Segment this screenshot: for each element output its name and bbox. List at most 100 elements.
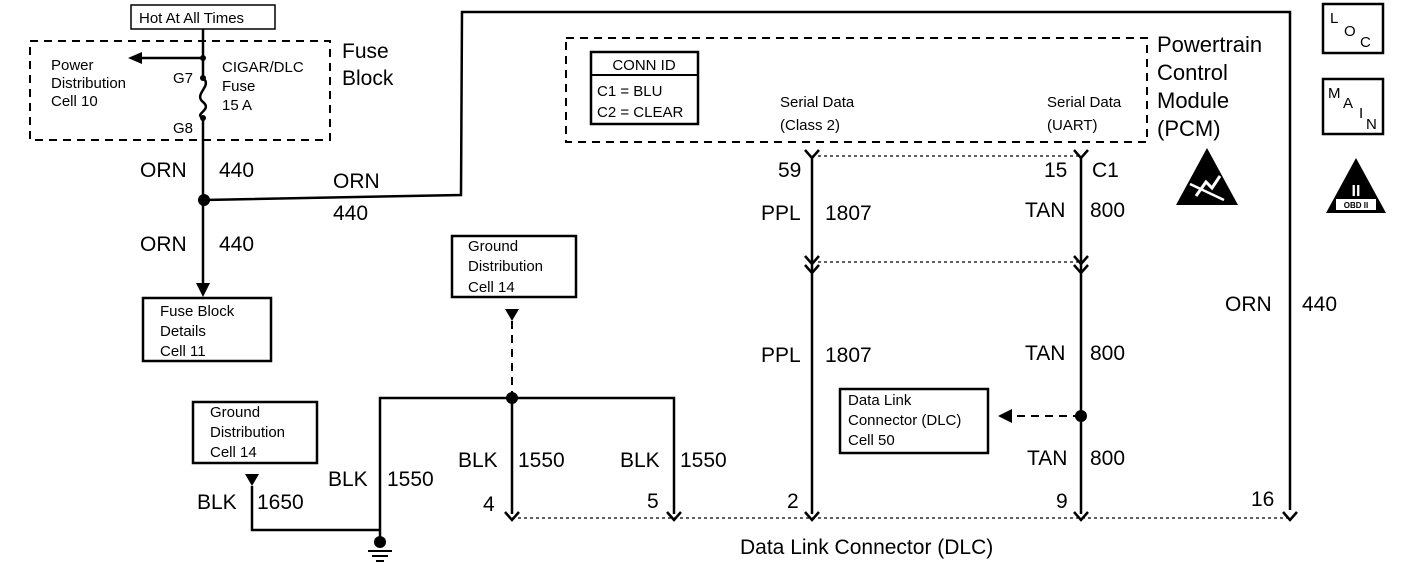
fuse-details-line-2: Details: [160, 323, 206, 340]
circuit-1550-a: 1550: [387, 468, 434, 491]
ground-ref-top-icon: [505, 309, 519, 321]
loc-letter-o: O: [1344, 23, 1356, 40]
conn-id-line-1: C1 = BLU: [597, 83, 662, 100]
connector-c1: 59 15 C1: [778, 149, 1119, 182]
obd-ii-icon: II OBD II: [1326, 158, 1386, 213]
dlc-title: Data Link Connector (DLC): [740, 536, 993, 559]
dlc-pin-16: 16: [1251, 488, 1274, 511]
circuit-800-a: 800: [1090, 199, 1125, 222]
ground-ref-left-icon: [245, 474, 259, 486]
power-dist-line-2: Distribution: [51, 75, 126, 92]
tan-label-a: TAN: [1025, 199, 1065, 222]
fuse-line-3: 15 A: [222, 97, 252, 114]
dlc-pin-2: 2: [787, 490, 799, 513]
ground-left-line-1: Ground: [210, 404, 260, 421]
blk-label-a: BLK: [328, 468, 368, 491]
fuse-line-1: CIGAR/DLC: [222, 59, 304, 76]
fuse-details-arrow-icon: [196, 283, 210, 297]
fuse-line-2: Fuse: [222, 78, 255, 95]
circuit-440-d: 440: [1302, 293, 1337, 316]
pcm-title-4: (PCM): [1157, 116, 1221, 141]
fuse-details-line-1: Fuse Block: [160, 303, 235, 320]
pin-g8: G8: [173, 120, 193, 137]
loc-letter-c: C: [1360, 34, 1371, 51]
circuit-440-b: 440: [333, 202, 368, 225]
orn-label-c: ORN: [140, 233, 187, 256]
circuit-1807-a: 1807: [825, 202, 872, 225]
dlc-pin-5: 5: [647, 490, 659, 513]
circuit-800-c: 800: [1090, 447, 1125, 470]
ppl-label-a: PPL: [761, 202, 801, 225]
pcm-pin-59: 59: [778, 159, 801, 182]
ground-top-line-2: Distribution: [468, 258, 543, 275]
fuse-icon: [198, 77, 208, 120]
fuse-block-details-box: Fuse Block Details Cell 11: [141, 296, 273, 363]
pcm-title-1: Powertrain: [1157, 32, 1262, 57]
serial-class2-line-2: (Class 2): [780, 117, 840, 134]
pcm-pin-15: 15: [1044, 159, 1067, 182]
dlc-ref-line-1: Data Link: [848, 392, 912, 409]
main-letter-n: N: [1366, 116, 1377, 133]
pcm-outline: [565, 37, 1148, 143]
main-letter-i: I: [1359, 105, 1363, 122]
circuit-1550-c: 1550: [680, 449, 727, 472]
pcm-module: CONN ID C1 = BLU C2 = CLEAR Serial Data …: [565, 32, 1262, 205]
dlc-ref-arrow-icon: [998, 409, 1012, 423]
splice-dot: [506, 392, 518, 404]
fuse-details-line-3: Cell 11: [160, 343, 206, 360]
fuse-block-outline: [29, 40, 331, 141]
serial-uart-line-2: (UART): [1047, 117, 1098, 134]
ground-icon: [368, 536, 392, 562]
ground-dist-left-box: Ground Distribution Cell 14: [191, 400, 319, 465]
main-letter-m: M: [1328, 85, 1341, 102]
orn-label-d: ORN: [1225, 293, 1272, 316]
circuit-1807-b: 1807: [825, 344, 872, 367]
dlc-ref-line-2: Connector (DLC): [848, 412, 961, 429]
ground-top-line-3: Cell 14: [468, 279, 515, 296]
ground-top-line-1: Ground: [468, 238, 518, 255]
circuit-440-a: 440: [219, 159, 254, 182]
loc-letter-l: L: [1330, 10, 1338, 27]
pcm-title-2: Control: [1157, 60, 1228, 85]
dlc-reference-box: Data Link Connector (DLC) Cell 50: [838, 387, 990, 455]
obd-roman: II: [1352, 183, 1361, 200]
ppl-label-b: PPL: [761, 344, 801, 367]
blk-label-c: BLK: [620, 449, 660, 472]
power-dist-arrow-icon: [128, 52, 142, 64]
pcm-title-3: Module: [1157, 88, 1229, 113]
ground-dist-top-box: Ground Distribution Cell 14: [450, 234, 578, 299]
ground-left-line-2: Distribution: [210, 424, 285, 441]
pin-g7: G7: [173, 70, 193, 87]
orn-label-a: ORN: [140, 159, 187, 182]
hot-label: Hot At All Times: [139, 10, 244, 27]
circuit-1650: 1650: [257, 491, 304, 514]
conn-id-line-2: C2 = CLEAR: [597, 104, 683, 121]
serial-uart-line-1: Serial Data: [1047, 94, 1122, 111]
conn-id-title: CONN ID: [612, 57, 676, 74]
main-letter-a: A: [1343, 95, 1353, 112]
hot-at-all-times-box: Hot At All Times: [130, 4, 276, 30]
orn-label-b: ORN: [333, 170, 380, 193]
conn-id-box: [589, 50, 700, 126]
blk-label-d: BLK: [197, 491, 237, 514]
ppl-1807-circuit: PPL 1807 PPL 1807: [761, 158, 872, 514]
obd-text: OBD II: [1344, 201, 1368, 210]
power-dist-line-3: Cell 10: [51, 93, 98, 110]
inline-connector: [804, 255, 1089, 275]
ground-left-line-3: Cell 14: [210, 444, 257, 461]
power-dist-line-1: Power: [51, 57, 94, 74]
circuit-800-b: 800: [1090, 342, 1125, 365]
fuse-block-title-1: Fuse: [342, 40, 389, 63]
dlc-ref-line-3: Cell 50: [848, 432, 895, 449]
orn-440-circuit: ORN 440 ORN 440 ORN 440 ORN 440: [140, 10, 1337, 510]
blk-label-b: BLK: [458, 449, 498, 472]
circuit-1550-b: 1550: [518, 449, 565, 472]
tan-800-circuit: TAN 800 TAN 800 TAN 800: [998, 158, 1125, 514]
dlc-connector: 4 5 2 9 16 Data Link Connector (DLC): [483, 488, 1298, 559]
fuse-block: Fuse Block Power Distribution Cell 10 CI…: [29, 29, 394, 141]
circuit-440-c: 440: [219, 233, 254, 256]
main-icon: M A I N: [1321, 77, 1385, 136]
tan-label-b: TAN: [1025, 342, 1065, 365]
serial-class2-line-1: Serial Data: [780, 94, 855, 111]
